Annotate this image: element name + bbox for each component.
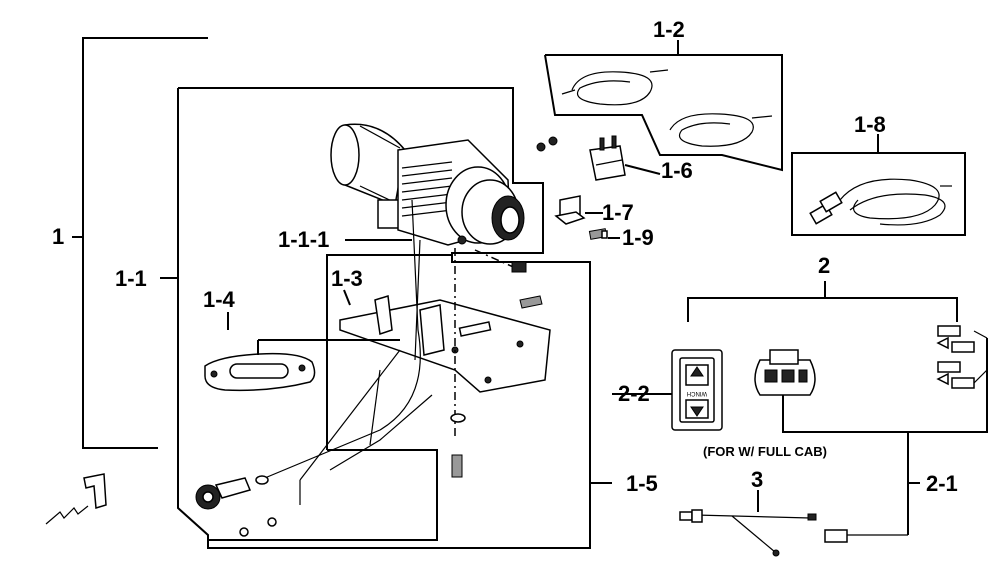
label-1-5: 1-5 bbox=[626, 471, 658, 496]
label-1-1-1: 1-1-1 bbox=[278, 227, 330, 252]
screws-1-6 bbox=[536, 136, 558, 152]
label-1-2: 1-2 bbox=[653, 17, 685, 42]
harness-kit-1-8 bbox=[791, 134, 966, 236]
label-2-2: 2-2 bbox=[618, 381, 650, 406]
relay-1-6 bbox=[589, 135, 626, 181]
plate-hardware bbox=[450, 261, 543, 478]
switch-socket bbox=[754, 349, 816, 396]
assembly-1-bracket bbox=[72, 37, 208, 449]
label-3: 3 bbox=[751, 467, 764, 492]
fairlead-1-4 bbox=[204, 339, 400, 392]
assembly-1-1-outline bbox=[160, 87, 591, 549]
label-1-3: 1-3 bbox=[331, 266, 363, 291]
mounting-plate-box bbox=[208, 254, 612, 541]
label-1: 1 bbox=[52, 224, 65, 249]
full-cab-note: (FOR W/ FULL CAB) bbox=[703, 444, 827, 459]
label-2: 2 bbox=[818, 253, 831, 278]
direction-arrow-icon bbox=[45, 473, 107, 525]
label-2-1: 2-1 bbox=[926, 471, 958, 496]
assembly-2-bracket bbox=[687, 281, 988, 535]
label-1-9: 1-9 bbox=[622, 225, 654, 250]
winch-motor-drum bbox=[330, 123, 525, 246]
winch-rope-1-5 bbox=[259, 199, 433, 505]
label-1-6: 1-6 bbox=[661, 158, 693, 183]
label-1-1: 1-1 bbox=[115, 266, 147, 291]
winch-switch-2-2 bbox=[671, 349, 723, 431]
hook-assembly bbox=[195, 475, 277, 537]
label-1-7: 1-7 bbox=[602, 200, 634, 225]
label-1-4: 1-4 bbox=[203, 287, 235, 312]
mounting-plate-1-3 bbox=[339, 295, 551, 393]
bolt-1-9 bbox=[588, 228, 608, 240]
label-1-8: 1-8 bbox=[854, 112, 886, 137]
terminals bbox=[936, 325, 988, 389]
harness-3 bbox=[679, 490, 908, 557]
clamp-1-7 bbox=[554, 195, 586, 225]
cable-kit-1-2 bbox=[544, 40, 783, 172]
switch-label: WINCH bbox=[687, 390, 707, 396]
